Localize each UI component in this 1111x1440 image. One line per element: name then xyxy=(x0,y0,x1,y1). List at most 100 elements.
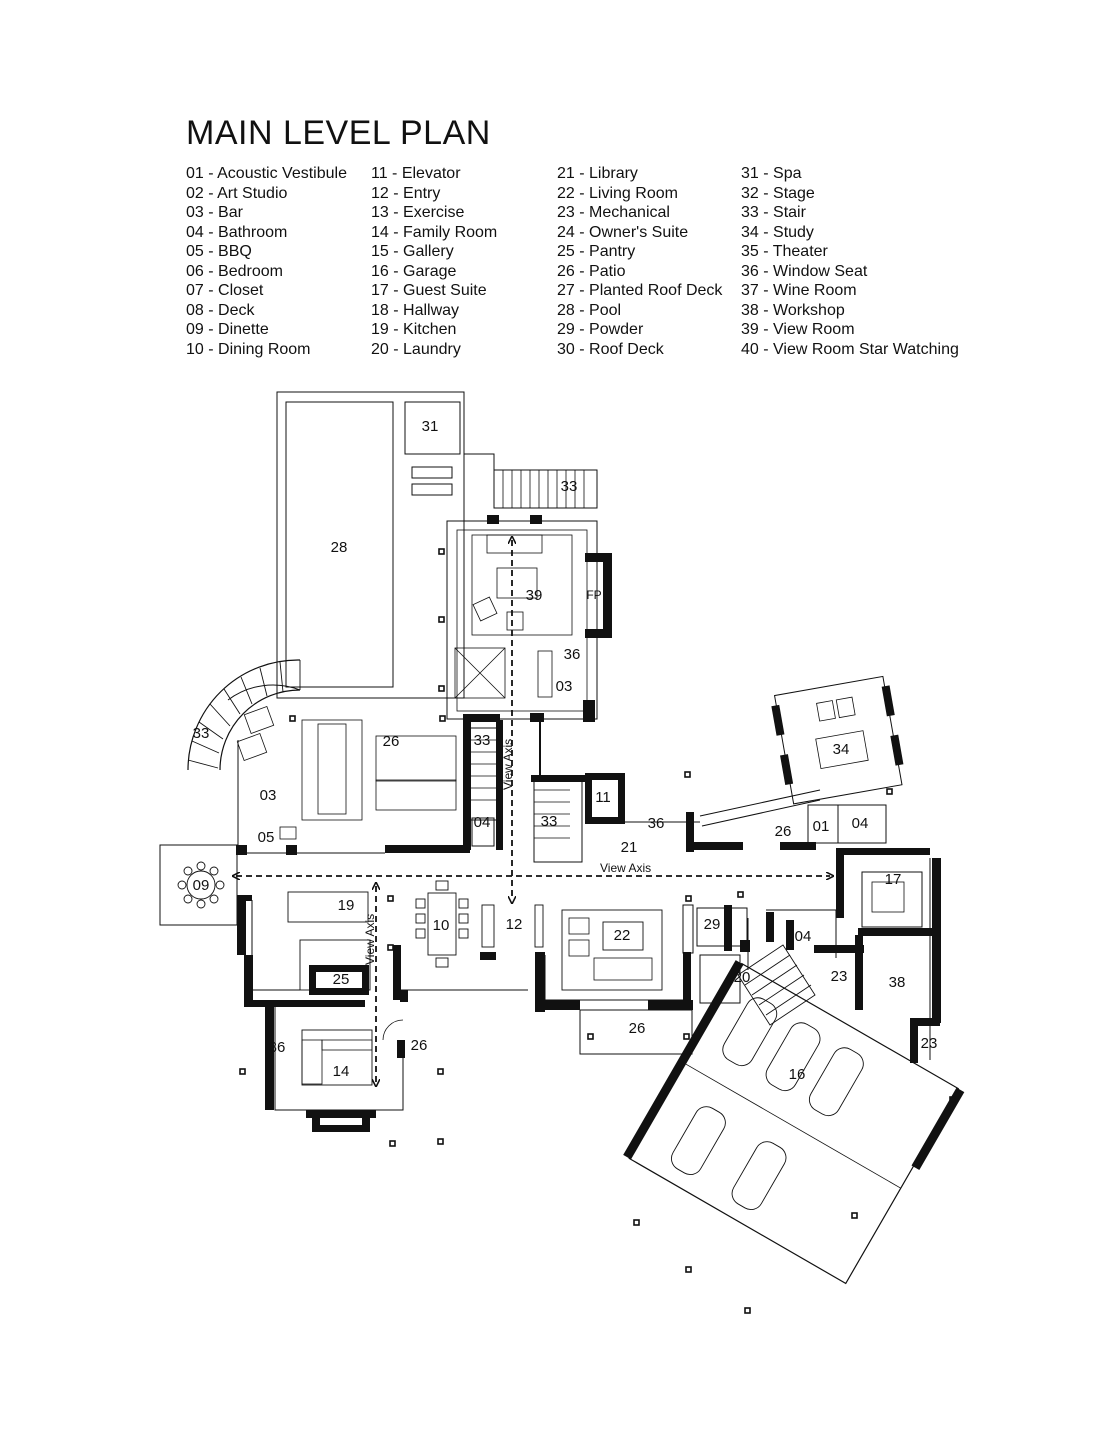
legend-column-3: 21 - Library 22 - Living Room 23 - Mecha… xyxy=(557,164,722,359)
legend-item: 05 - BBQ xyxy=(186,243,252,260)
legend-item: 17 - Guest Suite xyxy=(371,282,487,299)
room-label: 10 xyxy=(433,917,450,934)
legend-item: 16 - Garage xyxy=(371,262,457,280)
room-label: 22 xyxy=(614,927,631,944)
room-label: 33 xyxy=(474,732,491,749)
page-title: MAIN LEVEL PLAN xyxy=(186,114,491,152)
garage xyxy=(623,960,965,1285)
room-label: 21 xyxy=(621,839,638,856)
patio-west xyxy=(236,705,457,853)
room-label: 26 xyxy=(383,733,400,750)
room-label: 20 xyxy=(734,969,751,986)
view-room-walls xyxy=(463,515,612,722)
legend-item: 32 - Stage xyxy=(741,184,815,202)
legend-item: 25 - Pantry xyxy=(557,243,636,260)
room-label: 23 xyxy=(831,968,848,985)
dining-table xyxy=(415,880,544,968)
view-room xyxy=(446,520,598,720)
dinette-table xyxy=(177,861,225,909)
legend-item: 38 - Workshop xyxy=(741,301,845,319)
legend-item: 18 - Hallway xyxy=(371,301,460,319)
legend-item: 40 - View Room Star Watching xyxy=(741,340,959,358)
legend-column-4: 31 - Spa 32 - Stage 33 - Stair 34 - Stud… xyxy=(741,164,959,359)
room-label: 33 xyxy=(193,725,210,742)
garage-stair xyxy=(737,944,816,1026)
legend-item: 03 - Bar xyxy=(186,204,243,221)
legend-column-2: 11 - Elevator 12 - Entry 13 - Exercise 1… xyxy=(371,164,497,359)
view-axis-label-vertical-a: View Axis xyxy=(501,739,515,790)
room-label: 01 xyxy=(813,818,830,835)
legend-item: 09 - Dinette xyxy=(186,321,269,338)
room-label: 36 xyxy=(269,1039,286,1056)
room-label: 04 xyxy=(795,928,812,945)
legend-column-1: 01 - Acoustic Vestibule 02 - Art Studio … xyxy=(186,164,347,359)
room-label: 17 xyxy=(885,871,902,888)
library-block-walls xyxy=(531,773,816,852)
room-label: 14 xyxy=(333,1063,350,1080)
legend-item: 20 - Laundry xyxy=(371,340,461,358)
legend-item: 21 - Library xyxy=(557,165,638,182)
room-label: 38 xyxy=(889,974,906,991)
legend-item: 22 - Living Room xyxy=(557,184,678,202)
room-labels: 31 33 28 39 FP 36 03 33 26 33 03 04 05 3… xyxy=(193,418,938,1083)
legend-item: 14 - Family Room xyxy=(371,223,498,241)
room-label: 16 xyxy=(789,1066,806,1083)
legend-item: 28 - Pool xyxy=(557,301,622,319)
vestibule xyxy=(807,804,887,844)
room-label: 28 xyxy=(331,539,348,556)
room-label: 33 xyxy=(541,813,558,830)
stair-top xyxy=(493,469,598,509)
room-label: 26 xyxy=(629,1020,646,1037)
legend-item: 30 - Roof Deck xyxy=(557,340,664,358)
legend-item: 15 - Gallery xyxy=(371,243,454,260)
stair-mid-walls xyxy=(463,720,503,850)
room-label: 11 xyxy=(595,789,611,806)
legend-item: 12 - Entry xyxy=(371,184,441,202)
legend-item: 29 - Powder xyxy=(557,321,644,338)
legend-item: 39 - View Room xyxy=(741,321,855,338)
room-label: FP xyxy=(586,588,601,602)
legend-item: 36 - Window Seat xyxy=(741,262,868,280)
study-block xyxy=(771,675,904,805)
room-label: 26 xyxy=(775,823,792,840)
kitchen-walls xyxy=(244,945,496,1132)
corridor-lines xyxy=(159,844,385,926)
room-label: 09 xyxy=(193,877,210,894)
legend-item: 23 - Mechanical xyxy=(557,204,670,221)
legend-item: 27 - Planted Roof Deck xyxy=(557,282,723,299)
legend-item: 33 - Stair xyxy=(741,204,806,221)
legend-item: 35 - Theater xyxy=(741,243,828,260)
view-axes xyxy=(236,540,830,1083)
room-label: 23 xyxy=(921,1035,938,1052)
legend-item: 04 - Bathroom xyxy=(186,223,288,241)
room-label: 31 xyxy=(422,418,439,435)
legend-item: 19 - Kitchen xyxy=(371,321,457,338)
legend-item: 11 - Elevator xyxy=(371,165,461,182)
legend-item: 10 - Dining Room xyxy=(186,340,311,358)
legend-item: 37 - Wine Room xyxy=(741,282,857,299)
living-walls xyxy=(535,904,694,1012)
legend-item: 24 - Owner's Suite xyxy=(557,223,689,241)
library-block xyxy=(533,720,821,863)
spiral-stair xyxy=(187,659,301,771)
room-label: 04 xyxy=(852,815,869,832)
room-label: 05 xyxy=(258,829,275,846)
room-label: 25 xyxy=(333,971,350,988)
room-label: 29 xyxy=(704,916,721,933)
room-label: 33 xyxy=(561,478,578,495)
view-axis-label-vertical-b: View Axis xyxy=(363,914,377,965)
legend-item: 06 - Bedroom xyxy=(186,262,283,280)
room-label: 03 xyxy=(260,787,277,804)
room-label: 36 xyxy=(648,815,665,832)
column-markers xyxy=(239,548,956,1314)
room-label: 04 xyxy=(474,814,491,831)
legend-item: 07 - Closet xyxy=(186,282,264,299)
legend-item: 08 - Deck xyxy=(186,301,255,319)
room-label: 12 xyxy=(506,916,523,933)
room-label: 26 xyxy=(411,1037,428,1054)
east-walls xyxy=(814,858,941,1063)
legend-item: 02 - Art Studio xyxy=(186,184,288,202)
service-walls xyxy=(724,905,794,952)
room-label: 39 xyxy=(526,587,543,604)
